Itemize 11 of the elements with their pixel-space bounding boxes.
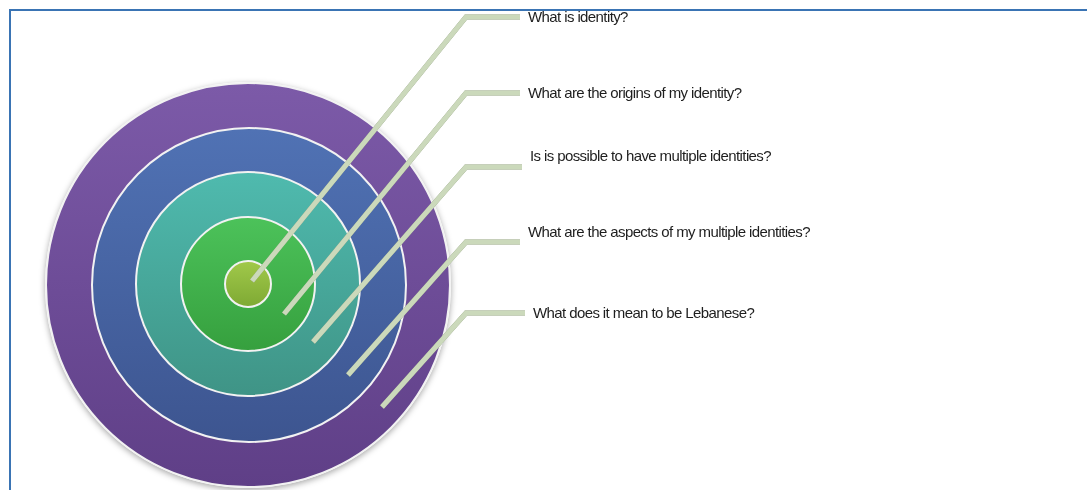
ring-circle: [224, 260, 272, 308]
question-text: What does it mean to be Lebanese?: [533, 303, 833, 323]
leader-line: [250, 14, 520, 283]
question-text: What are the aspects of my multiple identities?: [528, 222, 828, 242]
leader-line: [346, 239, 520, 377]
question-text: What are the origins of my identity?: [528, 83, 828, 103]
leader-line: [311, 164, 522, 344]
question-text: What is identity?: [528, 7, 828, 27]
question-text: Is is possible to have multiple identities?: [530, 146, 830, 166]
leader-line: [282, 90, 520, 316]
leader-line: [380, 310, 525, 409]
